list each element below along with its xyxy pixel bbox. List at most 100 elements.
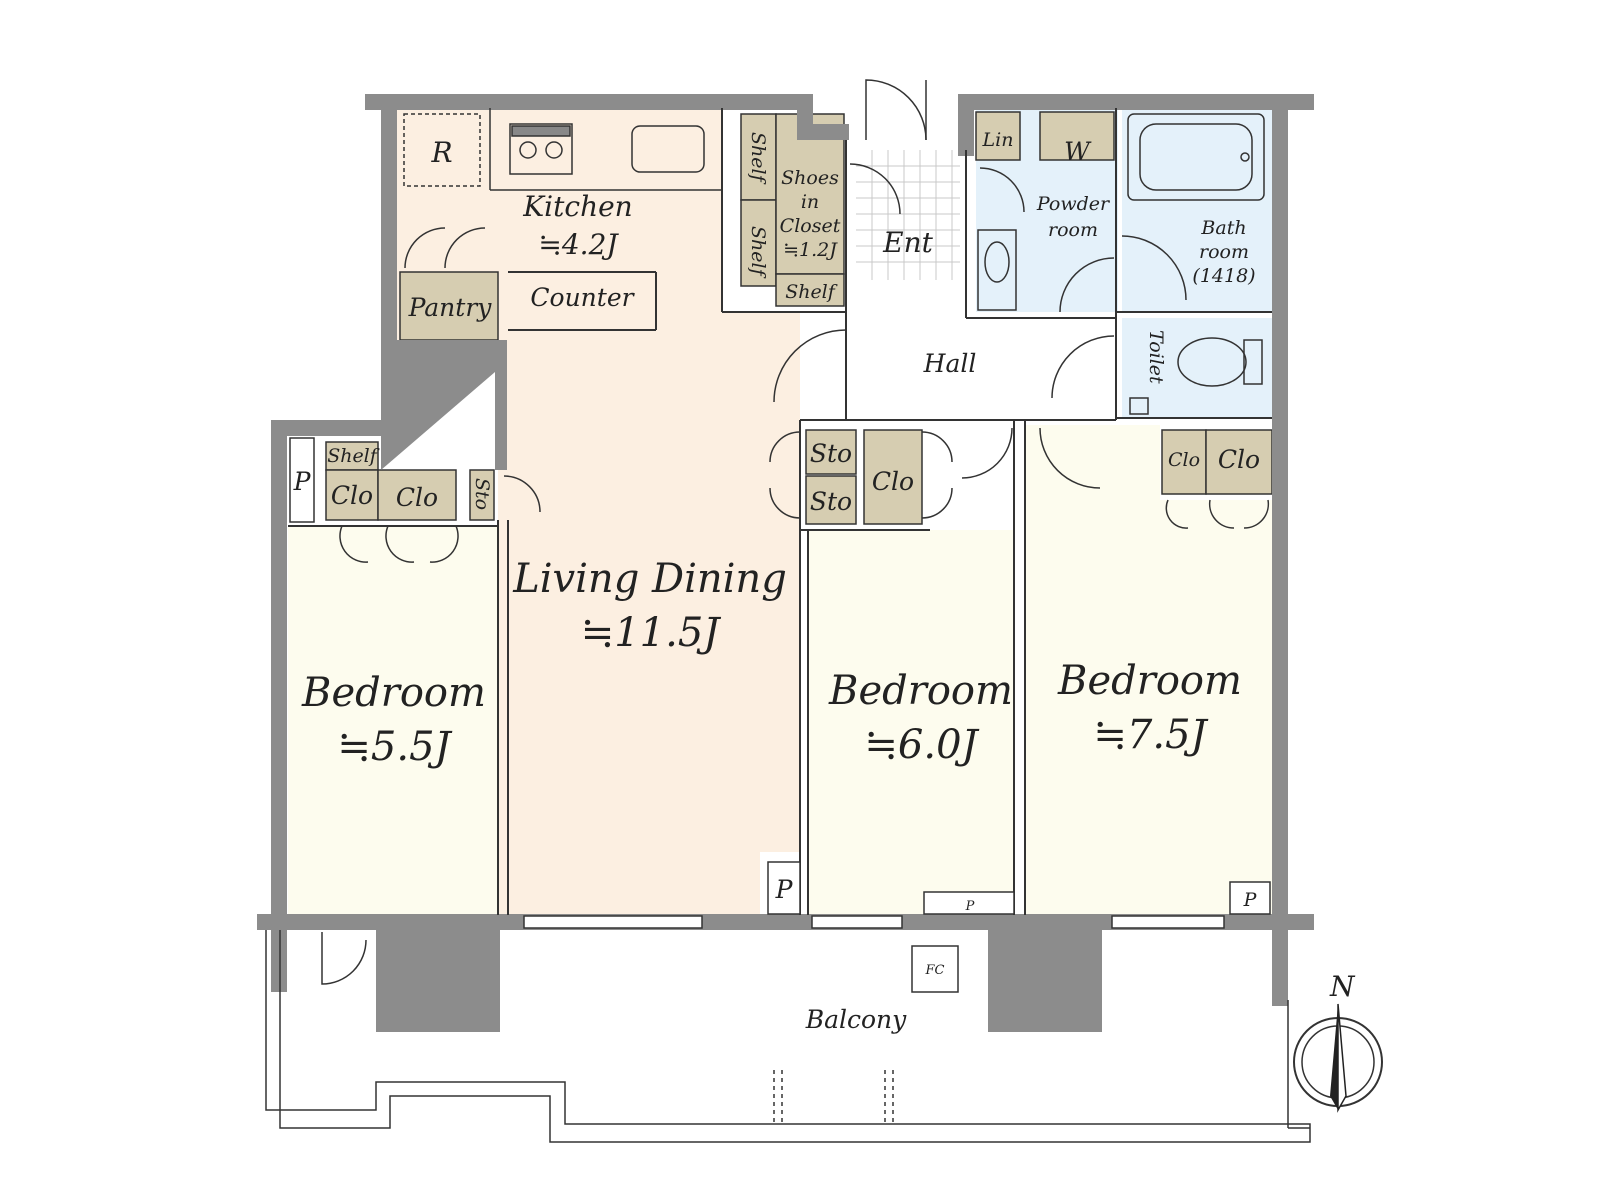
bedroom-east-closet-doors[interactable] [1165, 499, 1270, 529]
shoes-closet-line2: in [801, 191, 819, 213]
wall-left-bedroom-top [271, 420, 397, 436]
shelf-label-west: Shelf [327, 445, 380, 467]
closet-label-west-1: Clo [331, 481, 373, 510]
toilet-door[interactable] [1051, 335, 1115, 399]
closet-label-west-2: Clo [396, 483, 438, 512]
washer-label: W [1064, 137, 1092, 166]
center-storage-doors[interactable] [769, 431, 953, 519]
wall-left-diagonal [381, 340, 507, 470]
shelf-label-lower: Shelf [747, 226, 769, 279]
hall-floor [846, 312, 1116, 420]
pantry-label: Pantry [408, 293, 493, 322]
wall-top-right-step [958, 94, 974, 156]
window-bottom-ld [523, 915, 1225, 929]
closet-center [863, 429, 923, 525]
closet-label-center: Clo [872, 467, 914, 496]
pipe-space-label-east: P [1243, 889, 1258, 911]
storage-label-center-1: Sto [810, 439, 852, 468]
stove-burner-1 [519, 141, 537, 159]
shoes-closet-line3: Closet [780, 215, 841, 237]
closet-east-2 [1205, 429, 1273, 495]
front-door[interactable] [865, 79, 927, 141]
counter-label: Counter [530, 283, 635, 312]
storage-west-door[interactable] [503, 475, 541, 513]
bedroom-west-closet-doors[interactable] [339, 525, 459, 563]
fire-cabinet-box [911, 945, 959, 993]
bedroom-west-floor [288, 526, 498, 915]
living-dining-name: Living Dining [512, 556, 787, 602]
bedroom-center-floor [808, 530, 1014, 915]
bedroom-center-area: ≒6.0J [864, 722, 979, 768]
toilet-floor [1122, 318, 1272, 418]
shelf-label-upper: Shelf [747, 132, 769, 185]
stove-burner-2 [545, 141, 563, 159]
storage-units [325, 111, 1273, 525]
pipe-space-label-west: P [293, 467, 312, 496]
shoe-shelf-lower [740, 199, 777, 287]
refrigerator-label: R [430, 136, 452, 169]
bathroom-line2: room [1199, 241, 1249, 263]
bedroom-west-name: Bedroom [301, 670, 486, 716]
hall-ld-door[interactable] [773, 329, 847, 403]
pipe-space-label-ld: P [775, 875, 794, 904]
stove-grill [511, 125, 571, 137]
pantry-door[interactable] [404, 227, 486, 269]
entrance-name: Ent [882, 226, 933, 259]
powder-room-door[interactable] [1059, 257, 1115, 313]
bedroom-center-door[interactable] [961, 427, 1013, 479]
wall-bottom [257, 914, 1314, 930]
wall-top-left [365, 94, 813, 110]
balcony-door[interactable] [321, 932, 367, 985]
wall-left-bedroom [271, 420, 287, 928]
bathtub-drain [1240, 152, 1250, 162]
pipe-space-center-box [923, 891, 1015, 915]
north-compass: N [1293, 970, 1383, 1113]
shoes-closet-line1: Shoes [781, 167, 839, 189]
bedroom-east-area: ≒7.5J [1093, 712, 1208, 758]
compass-needle-light [1337, 1003, 1347, 1113]
bathroom-door[interactable] [1121, 235, 1187, 301]
bathtub-inner [1139, 123, 1253, 191]
pipe-space-label-center: P [965, 899, 975, 914]
kitchen-area: ≒4.2J [538, 228, 619, 261]
pillar-east-stub [1272, 930, 1288, 1000]
powder-room-line1: Powder [1036, 193, 1111, 215]
balcony-name: Balcony [805, 1005, 907, 1034]
closet-west-2 [377, 469, 457, 521]
shelf-box-west [325, 441, 379, 471]
shoes-closet-door[interactable] [849, 163, 901, 215]
linen-door[interactable] [979, 167, 1025, 213]
bedroom-east-floor [1025, 425, 1272, 915]
compass-north-label: N [1329, 970, 1356, 1003]
bathroom-line3: (1418) [1192, 265, 1255, 287]
partitions [288, 108, 1272, 915]
storage-label-center-2: Sto [810, 487, 852, 516]
stove [509, 123, 573, 175]
pipe-space-ld-box [767, 861, 801, 915]
toilet-name: Toilet [1145, 330, 1167, 384]
toilet-bowl [1177, 337, 1247, 387]
wall-top-step2 [797, 124, 849, 140]
powder-room-line2: room [1048, 219, 1098, 241]
walls [257, 94, 1314, 1032]
wall-left-stub [271, 930, 287, 992]
wall-top-right [958, 94, 1314, 110]
bedroom-center-name: Bedroom [828, 668, 1013, 714]
shoes-closet-box [775, 113, 845, 275]
pillar-center [988, 930, 1102, 1032]
pipe-space-west-box [289, 437, 315, 523]
refrigerator-box [403, 113, 481, 187]
doors [321, 79, 1270, 985]
bedroom-west-area: ≒5.5J [337, 724, 452, 770]
closet-east-1 [1161, 429, 1207, 495]
toilet-paper [1129, 397, 1149, 415]
storage-center-2 [805, 475, 857, 525]
linen-box [975, 111, 1021, 161]
entrance-tile-grid [856, 150, 960, 280]
shoe-shelf-bottom [775, 273, 845, 307]
fire-cabinet-label: FC [925, 963, 945, 978]
bedroom-east-door[interactable] [1039, 427, 1101, 489]
entrance-floor [856, 150, 960, 280]
room-fills [288, 108, 1272, 915]
toilet-tank [1243, 339, 1263, 385]
